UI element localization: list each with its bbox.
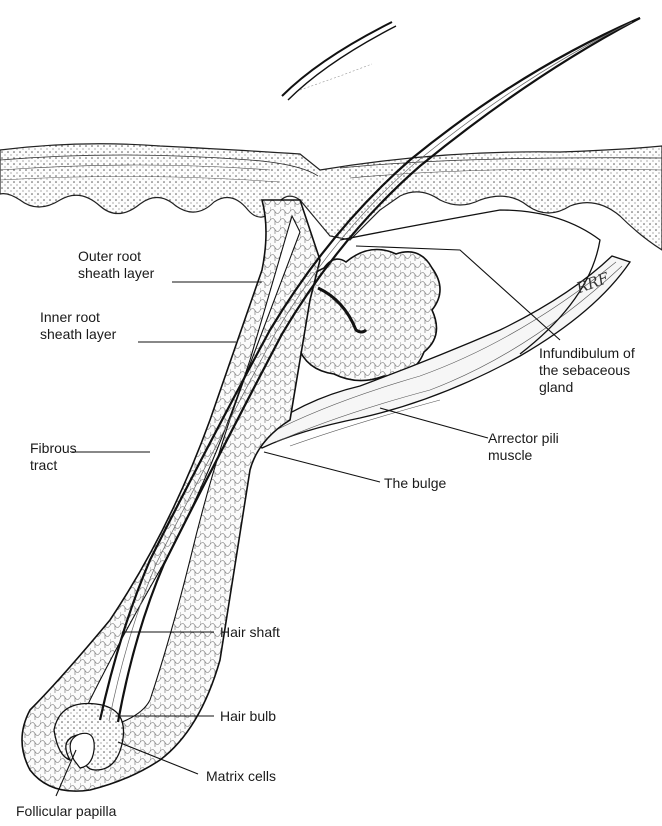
label-arrector-pili: Arrector pili muscle	[488, 430, 559, 464]
label-matrix-cells: Matrix cells	[206, 768, 276, 785]
hair-follicle	[22, 200, 320, 791]
leader-bulge	[264, 452, 380, 482]
label-infundibulum: Infundibulum of the sebaceous gland	[539, 345, 635, 396]
label-inner-root-sheath: Inner root sheath layer	[40, 309, 116, 343]
leader-arrector	[380, 408, 488, 438]
label-outer-root-sheath: Outer root sheath layer	[78, 248, 154, 282]
cut-hair-fragment	[282, 22, 396, 100]
epidermis	[0, 144, 662, 250]
label-hair-shaft: Hair shaft	[220, 624, 280, 641]
label-follicular-papilla: Follicular papilla	[16, 803, 116, 820]
label-fibrous-tract: Fibrous tract	[30, 440, 77, 474]
label-bulge: The bulge	[384, 475, 446, 492]
label-hair-bulb: Hair bulb	[220, 708, 276, 725]
